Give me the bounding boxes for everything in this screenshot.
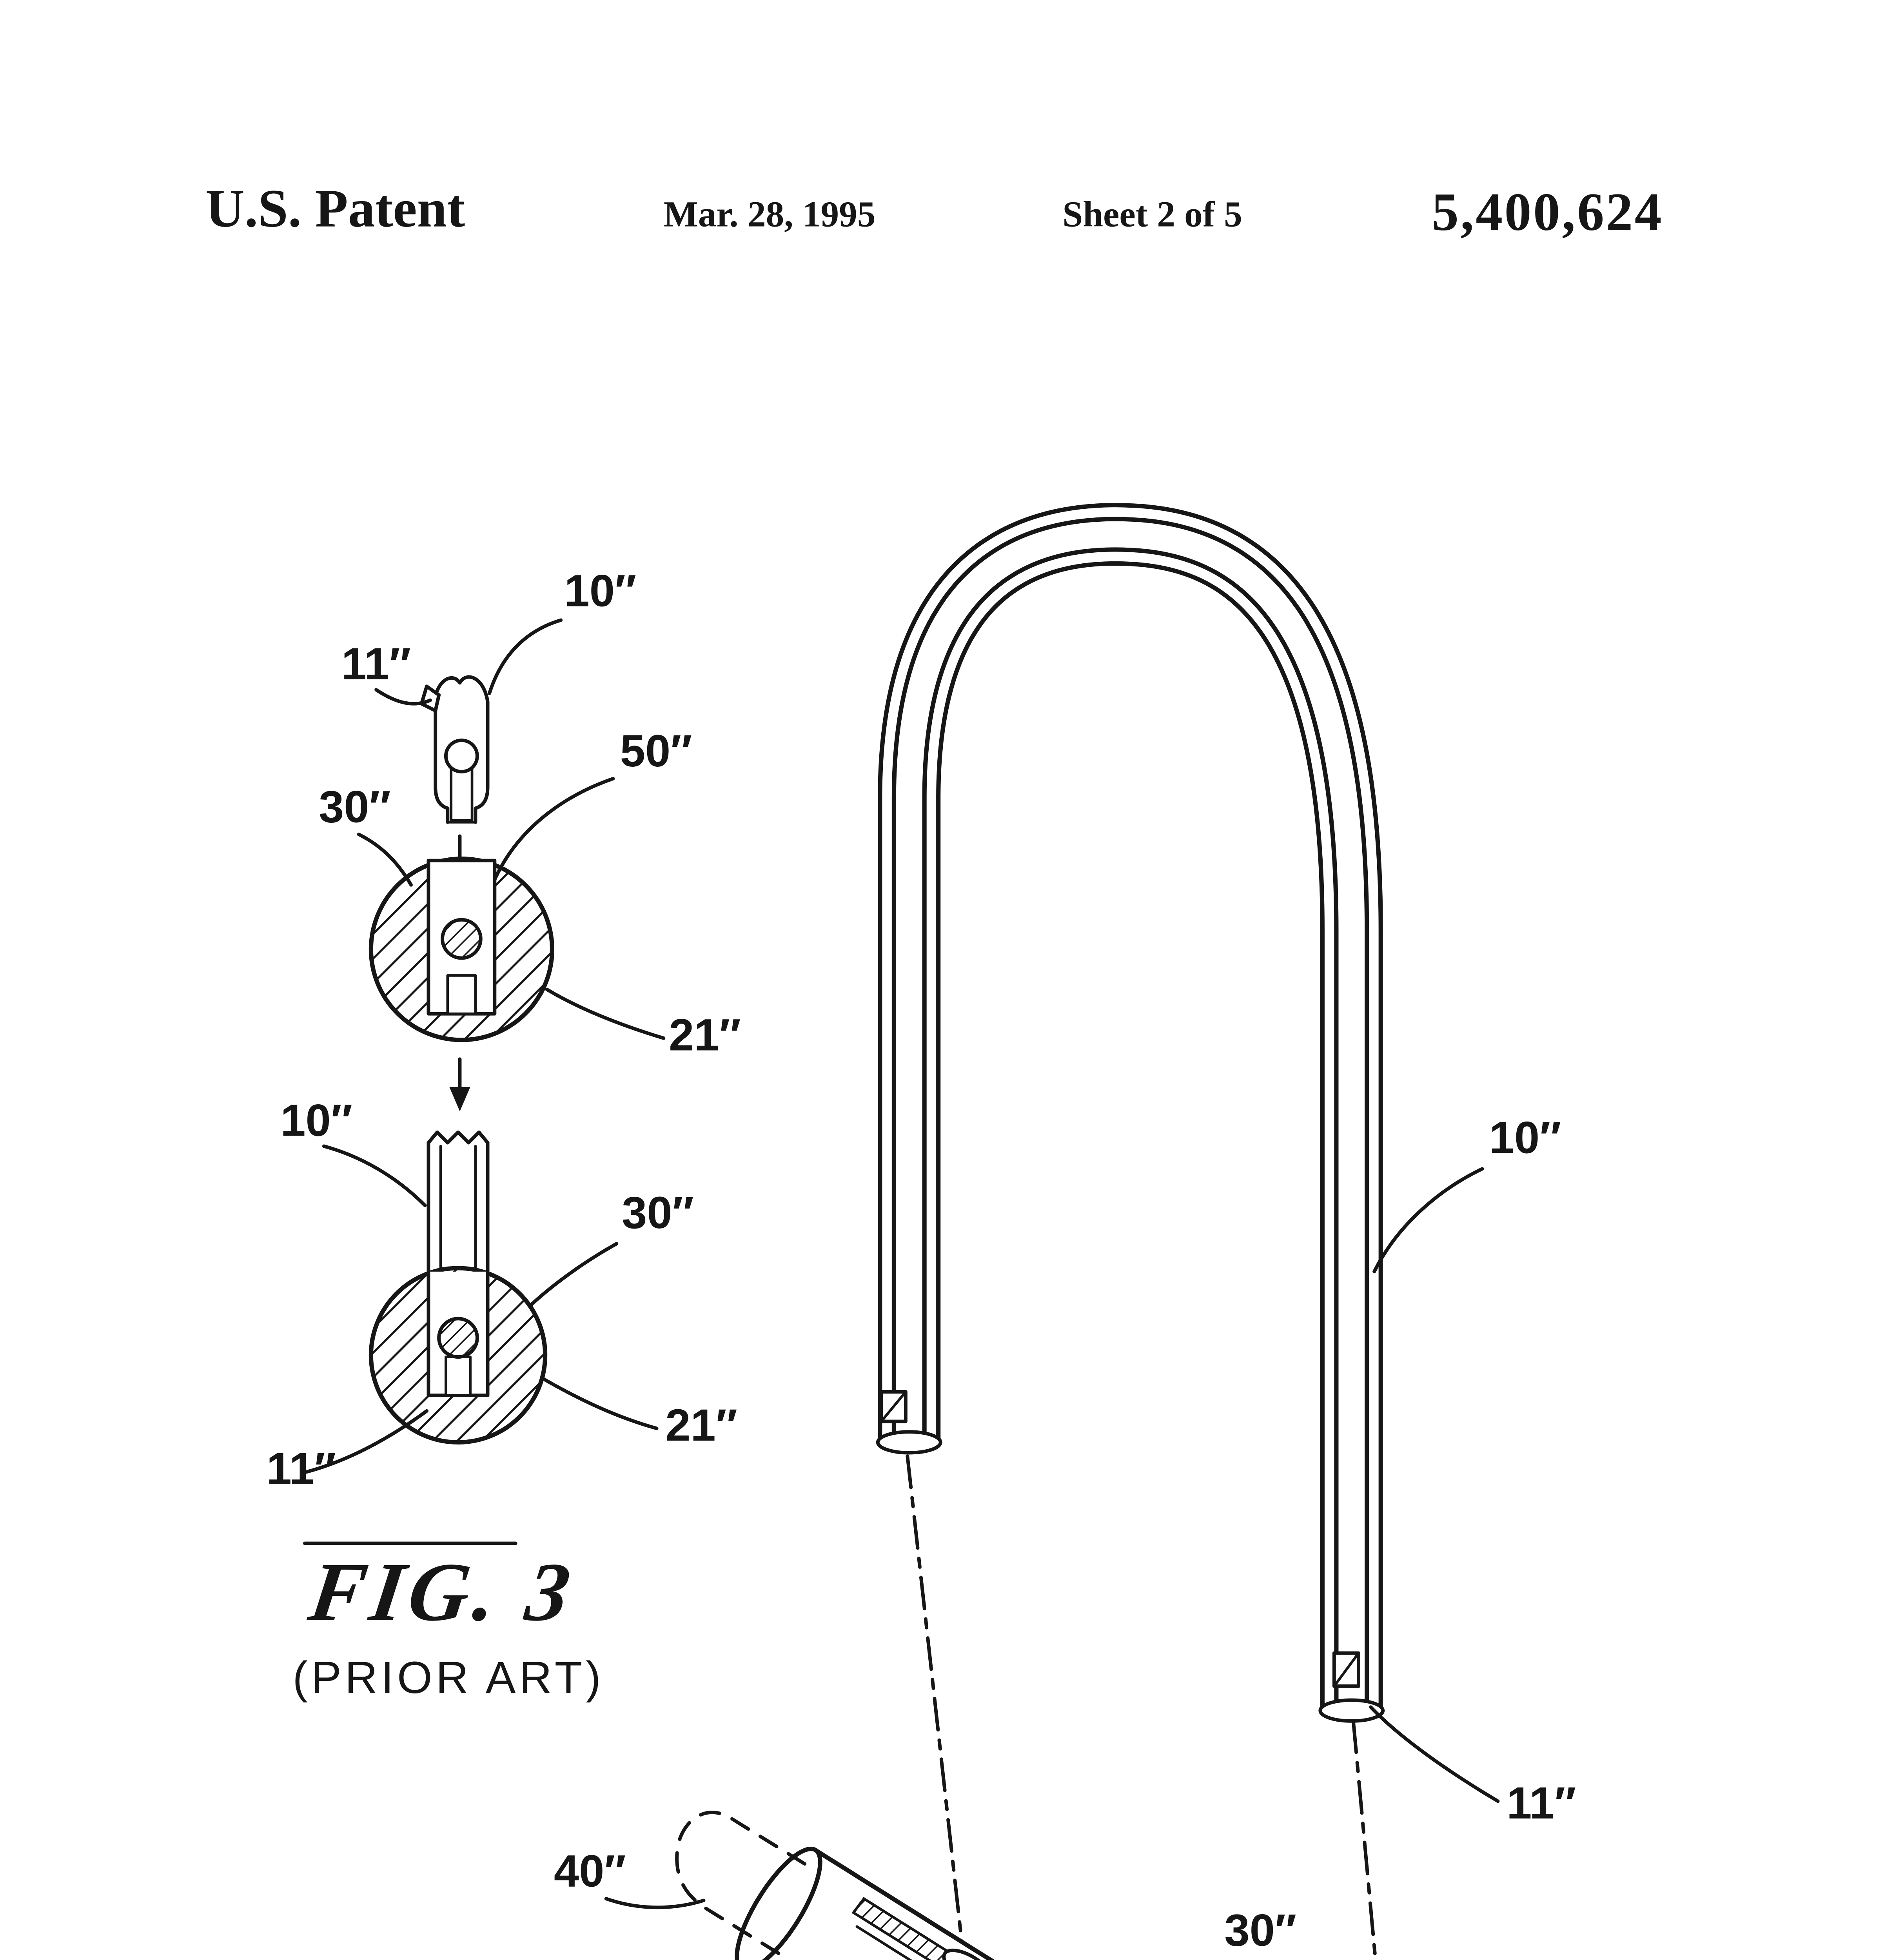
fig3-shackle-tip <box>419 675 490 824</box>
fig3-references: 11″ 10″ 30″ 50″ 21″ 10″ 30″ 21″ 11″ <box>267 565 741 1494</box>
sheet-number: Sheet 2 of 5 <box>1062 194 1242 235</box>
tip-keyslot <box>450 765 474 822</box>
channel-keyslot <box>446 974 477 1015</box>
ref-40-leader <box>604 1897 706 1909</box>
ref-11-label: 11″ <box>1507 1778 1576 1828</box>
fig3-cross-section-upper <box>368 857 554 1042</box>
shackle-inner-contour <box>891 517 1369 1711</box>
fig2-drawing: 10″ 11″ 40″ 20″ 30″ FIG. 2 (PRIOR ART) <box>554 503 1576 1960</box>
crossbar-keyway-slot <box>851 1897 964 1960</box>
tip-break-line <box>434 675 490 704</box>
ref-30-bottom-label: 30″ <box>622 1187 694 1238</box>
ref-21-bottom-label: 21″ <box>665 1400 737 1450</box>
ref-11-bottom-label: 11″ <box>267 1443 336 1494</box>
fig3-drawing: 11″ 10″ 30″ 50″ 21″ 10″ 30″ 21″ 11″ FIG.… <box>267 565 741 1703</box>
ref-11-top-leader <box>374 688 432 706</box>
ref-11-top-label: 11″ <box>341 639 411 689</box>
hidden-sleeve-outline <box>675 1811 807 1956</box>
tip-notch <box>419 684 441 713</box>
ref-21-top-label: 21″ <box>669 1010 741 1060</box>
ref-10-label: 10″ <box>1489 1112 1561 1163</box>
patent-number: 5,400,624 <box>1432 182 1663 242</box>
shackle-leg-edges <box>427 1141 490 1277</box>
left-leg-centerline <box>906 1454 965 1956</box>
shackle-break-line <box>427 1130 490 1145</box>
left-notch-diagonal <box>880 1390 907 1423</box>
crossbar-upper-edge <box>813 1847 995 1960</box>
left-leg-end-cap <box>876 1430 942 1455</box>
ref-30-top-label: 30″ <box>319 781 391 832</box>
ref-50-label: 50″ <box>620 726 692 776</box>
shackle-inner-fill <box>896 521 1365 1711</box>
patent-title: U.S. Patent <box>205 178 465 238</box>
ref-21-top-leader <box>545 987 666 1040</box>
ref-50-leader <box>493 777 615 882</box>
shackle-leg-body <box>428 1139 488 1275</box>
right-leg-centerline <box>1351 1719 1378 1960</box>
fig3-cross-section-lower <box>368 1130 548 1445</box>
ref-11-leader <box>1369 1705 1500 1803</box>
left-shackle-hole <box>942 1948 995 1960</box>
ref-10-top-leader <box>488 618 563 695</box>
tip-right-edge <box>474 700 490 824</box>
tip-left-edge <box>434 695 450 824</box>
ref-30-bottom-leader <box>529 1242 619 1307</box>
fig2-crossbar <box>675 1811 995 1960</box>
ref-10-bottom-label: 10″ <box>280 1095 352 1145</box>
shackle-leg-inner-lines <box>439 1145 477 1270</box>
arrow-head-icon <box>449 1087 470 1112</box>
sheet-header: U.S. Patent Mar. 28, 1995 Sheet 2 of 5 5… <box>205 178 1663 242</box>
ref-40-label: 40″ <box>554 1846 626 1896</box>
fig2-references: 10″ 11″ 40″ 20″ 30″ <box>554 1112 1576 1956</box>
ref-11-bottom-leader <box>305 1409 428 1474</box>
ref-10-bottom-leader <box>322 1144 427 1207</box>
right-notch-diagonal <box>1333 1651 1360 1688</box>
crossbar-body <box>747 1850 991 1960</box>
shackle-outer-fill <box>882 507 1379 1711</box>
shackle-outer-outline <box>878 503 1383 1711</box>
crossbar-left-end-cap <box>735 1846 822 1960</box>
leg-keyslot <box>445 1356 472 1397</box>
ref-10-leader <box>1372 1167 1484 1274</box>
locking-pin-engaged <box>437 1317 479 1359</box>
fig3-prior-art-note: (PRIOR ART) <box>292 1652 604 1703</box>
ref-21-bottom-leader <box>540 1376 659 1430</box>
fig3-caption-text: FIG. 3 <box>303 1546 581 1639</box>
ref-30-label: 30″ <box>1224 1905 1296 1956</box>
fig2-centerlines <box>906 1454 1378 1960</box>
fig3-caption: FIG. 3 (PRIOR ART) <box>292 1541 604 1703</box>
ref-30-top-leader <box>357 833 413 887</box>
fig2-shackle <box>876 503 1385 1723</box>
locking-pin-section <box>441 918 483 960</box>
tip-keyhole <box>444 739 479 773</box>
patent-date: Mar. 28, 1995 <box>664 194 876 235</box>
assembly-arrow-lower <box>449 1057 470 1112</box>
ref-10-top-label: 10″ <box>565 565 637 616</box>
